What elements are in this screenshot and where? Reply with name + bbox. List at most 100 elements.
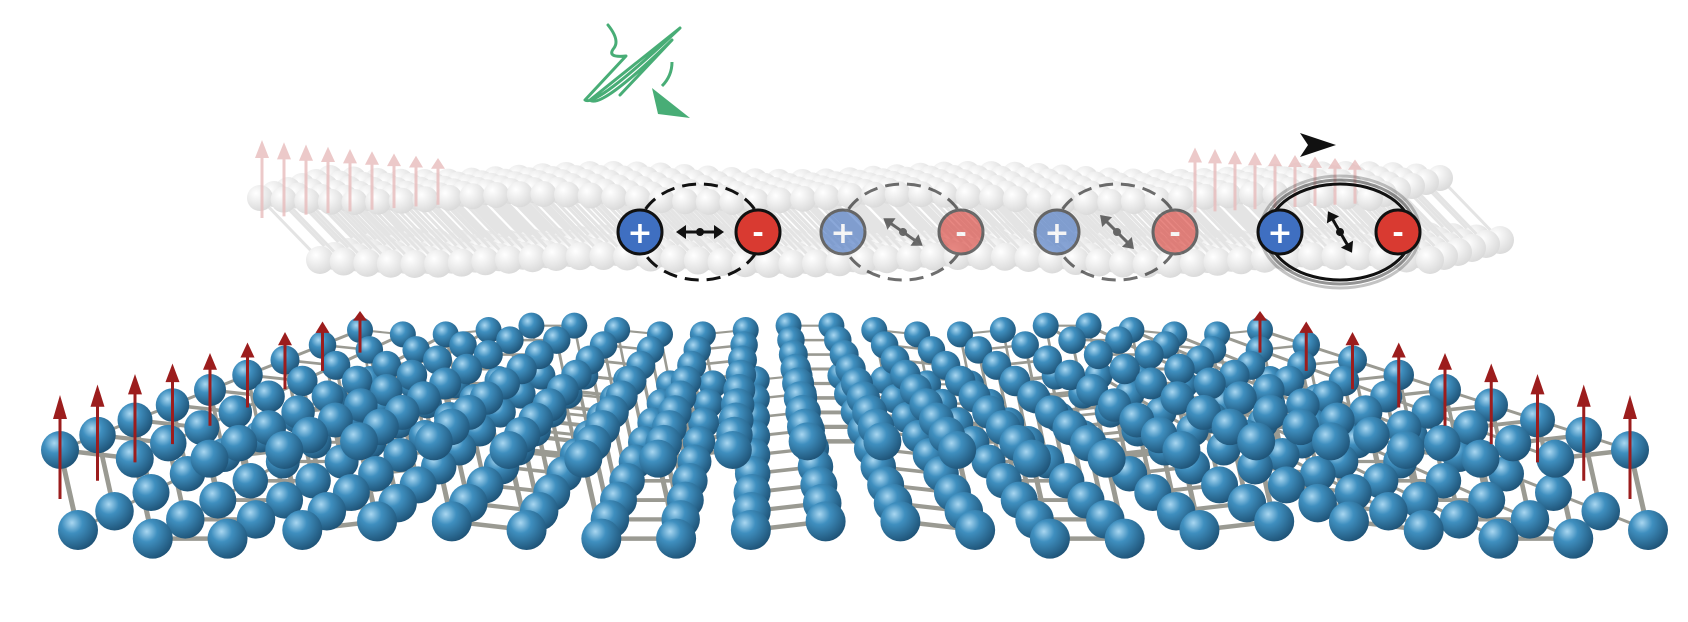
atom (166, 500, 205, 539)
propagation-arrow (700, 133, 1336, 157)
atom (1439, 500, 1479, 539)
atom (805, 501, 846, 542)
atom (232, 463, 269, 499)
atom (1058, 326, 1086, 354)
atom (518, 244, 547, 273)
atom (1014, 243, 1043, 272)
double-headed-arrow-icon (1326, 211, 1354, 253)
atom (683, 246, 712, 275)
atom (766, 187, 793, 214)
atom (383, 438, 418, 472)
atom (1238, 181, 1265, 208)
atom (423, 345, 452, 375)
spin-arrows (53, 311, 1637, 499)
atom (778, 249, 807, 278)
atom (861, 181, 888, 208)
atom (1186, 394, 1222, 430)
atom (920, 242, 949, 271)
atom (412, 186, 439, 213)
atom (581, 518, 622, 559)
bond (518, 193, 581, 258)
atom (1012, 439, 1051, 478)
plus-sign: + (627, 216, 652, 251)
upward-spin-arrow-icon (1623, 395, 1637, 499)
atom (1321, 242, 1350, 271)
atom (1252, 394, 1288, 430)
atom (1423, 424, 1461, 462)
atom (1328, 501, 1369, 542)
atom (376, 249, 405, 278)
atom (837, 182, 864, 209)
atom (341, 365, 373, 397)
atom (184, 410, 220, 446)
atom (400, 249, 429, 278)
atom (1134, 340, 1164, 370)
upward-spin-arrow-icon (255, 140, 269, 218)
atom (1011, 331, 1039, 359)
upward-spin-arrow-icon (387, 153, 401, 209)
atom (1105, 326, 1133, 354)
atom (1162, 431, 1201, 469)
atom (1061, 247, 1090, 276)
atom (357, 501, 398, 542)
atom (431, 501, 472, 542)
bond (542, 192, 605, 258)
bond (565, 193, 629, 258)
atom (489, 431, 528, 469)
atom (788, 422, 827, 461)
minus-sign: - (1392, 216, 1404, 249)
upward-spin-arrow-icon (1248, 152, 1262, 210)
bond (849, 194, 912, 259)
atom (265, 431, 304, 469)
atom (1510, 500, 1550, 539)
upward-spin-arrow-icon (365, 151, 379, 210)
atom (1416, 246, 1444, 274)
atom (1453, 410, 1489, 446)
atom (282, 510, 323, 550)
atom (473, 340, 503, 370)
atom (1179, 510, 1220, 550)
atom (424, 249, 453, 278)
hole-charge (819, 208, 867, 256)
plus-sign: + (1267, 216, 1292, 251)
atom (577, 182, 604, 209)
upward-spin-arrow-icon (277, 142, 291, 217)
atom (341, 188, 368, 215)
atom (564, 439, 603, 478)
atom (955, 182, 982, 209)
atom (1191, 183, 1218, 210)
atom (358, 456, 394, 492)
atom (1215, 182, 1242, 209)
atom (979, 184, 1006, 211)
atom (506, 181, 533, 208)
atom (1097, 188, 1124, 215)
atom (207, 518, 248, 559)
atom (1109, 353, 1140, 385)
atom (1087, 439, 1126, 478)
atom (1403, 510, 1444, 550)
upward-spin-arrow-icon (1228, 150, 1242, 211)
plus-sign: + (830, 216, 855, 251)
electron-charge (734, 208, 782, 256)
atom (1223, 381, 1257, 415)
bond (1274, 192, 1337, 258)
atom (639, 439, 678, 478)
atom (542, 242, 571, 271)
atom (1311, 422, 1350, 461)
atom (656, 518, 697, 559)
bond (377, 200, 440, 265)
double-headed-arrow-icon (1100, 215, 1134, 249)
atom (1353, 416, 1390, 454)
atom (565, 242, 594, 271)
atom (554, 181, 581, 208)
upward-spin-arrow-icon (1530, 374, 1545, 463)
atom (1553, 518, 1594, 559)
atom (872, 245, 901, 274)
atom (1203, 247, 1232, 276)
atom (1461, 439, 1500, 478)
atom (132, 474, 170, 511)
minus-sign: - (955, 216, 967, 249)
upward-spin-arrow-icon (278, 332, 292, 390)
upward-spin-arrow-icon (409, 155, 423, 207)
